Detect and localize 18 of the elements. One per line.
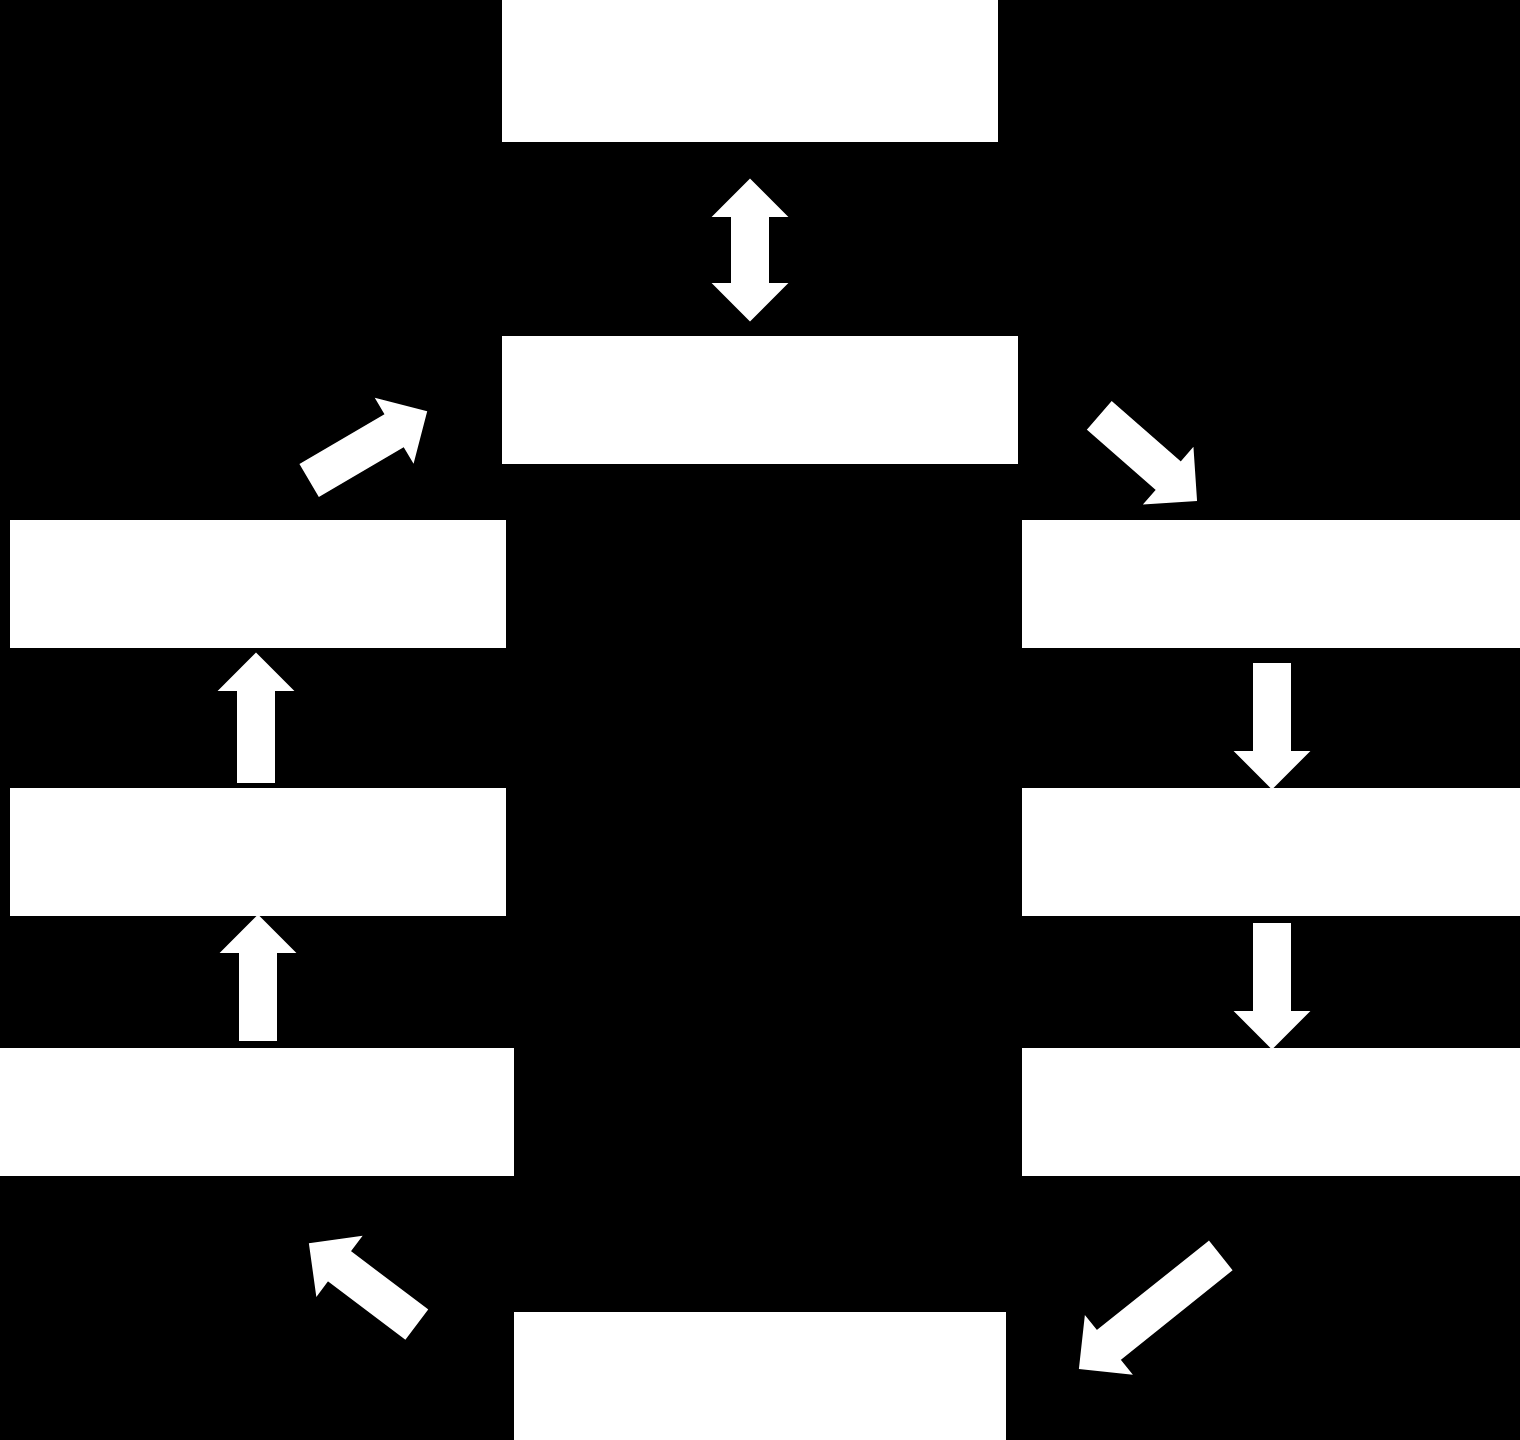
- block-arrow: [1233, 663, 1311, 790]
- block-arrow: [217, 652, 295, 783]
- process-box: [502, 0, 998, 142]
- block-arrow: [1233, 923, 1311, 1050]
- block-arrow: [299, 397, 428, 497]
- process-box: [1022, 520, 1520, 648]
- process-box: [1022, 788, 1520, 916]
- process-box: [502, 336, 1018, 464]
- process-box: [10, 788, 506, 916]
- process-box: [1022, 1048, 1520, 1176]
- process-box: [10, 520, 506, 648]
- block-arrow: [1086, 401, 1198, 505]
- block-arrow: [308, 1235, 429, 1340]
- process-box: [514, 1312, 1006, 1440]
- block-arrow: [219, 914, 297, 1041]
- block-arrow: [1078, 1240, 1233, 1375]
- block-arrow: [711, 178, 789, 322]
- process-box: [0, 1048, 514, 1176]
